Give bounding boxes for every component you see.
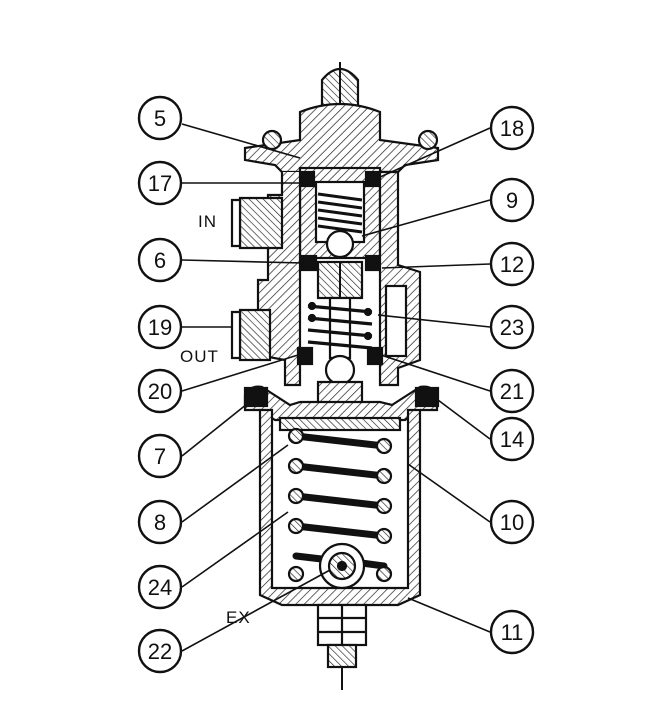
callout-18: 18 (489, 105, 535, 151)
callout-7: 7 (137, 433, 183, 479)
in-port (238, 196, 284, 250)
callout-17: 17 (137, 160, 183, 206)
valve-body-drawing (230, 62, 440, 690)
callout-5: 5 (137, 95, 183, 141)
in-port-label: IN (198, 212, 217, 231)
ex-port-label: EX (226, 608, 251, 627)
callout-20: 20 (137, 368, 183, 414)
callout-12: 12 (489, 241, 535, 287)
lower-housing (258, 408, 422, 607)
callout-19: 19 (137, 304, 183, 350)
svg-text:20: 20 (148, 379, 172, 404)
svg-text:8: 8 (154, 510, 166, 535)
callout-22: 22 (137, 628, 183, 674)
svg-text:18: 18 (500, 116, 524, 141)
callout-24: 24 (137, 564, 183, 610)
svg-text:23: 23 (500, 315, 524, 340)
callout-10: 10 (489, 499, 535, 545)
svg-text:24: 24 (148, 575, 172, 600)
bottom-stud (326, 643, 358, 669)
lower-ball (324, 354, 356, 386)
svg-text:6: 6 (154, 248, 166, 273)
callout-9: 9 (489, 177, 535, 223)
svg-text:12: 12 (500, 252, 524, 277)
svg-text:19: 19 (148, 315, 172, 340)
callout-11: 11 (489, 609, 535, 655)
leader-lines (181, 123, 491, 652)
svg-text:14: 14 (500, 427, 524, 452)
svg-text:17: 17 (148, 171, 172, 196)
callout-6: 6 (137, 237, 183, 283)
callout-14: 14 (489, 416, 535, 462)
callout-23: 23 (489, 304, 535, 350)
svg-text:21: 21 (500, 379, 524, 404)
svg-text:5: 5 (154, 106, 166, 131)
main-spring (292, 432, 388, 570)
callout-21: 21 (489, 368, 535, 414)
svg-text:10: 10 (500, 510, 524, 535)
out-port-label: OUT (180, 347, 219, 366)
svg-text:22: 22 (148, 639, 172, 664)
svg-text:9: 9 (506, 188, 518, 213)
svg-text:11: 11 (501, 620, 524, 645)
out-port (238, 308, 272, 362)
svg-text:7: 7 (154, 444, 166, 469)
callout-8: 8 (137, 499, 183, 545)
upper-ball (325, 229, 355, 259)
